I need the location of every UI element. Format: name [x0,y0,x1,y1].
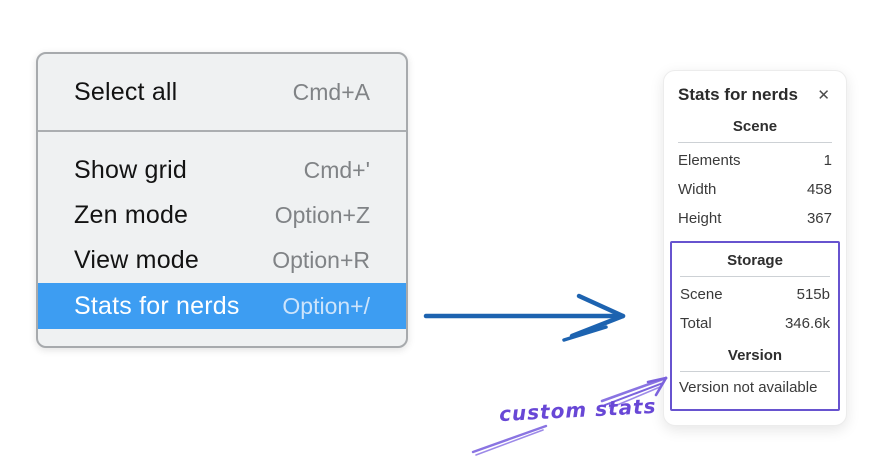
menu-item-zen-mode[interactable]: Zen mode Option+Z [38,193,406,238]
stat-label: Scene [680,286,723,303]
divider [678,142,832,143]
stat-label: Height [678,210,722,227]
stat-value: 458 [806,181,832,198]
close-icon[interactable]: ✕ [817,86,830,104]
menu-item-select-all[interactable]: Select all Cmd+A [38,54,406,130]
menu-section-top: Select all Cmd+A [38,54,406,130]
menu-item-shortcut: Cmd+A [292,78,370,105]
menu-item-shortcut: Option+/ [282,292,370,319]
annotation-arrow-icon [471,376,668,456]
storage-section-heading: Storage [727,252,783,269]
stat-value: 367 [806,210,832,227]
stats-panel-title: Stats for nerds [678,85,798,104]
scene-section-heading: Scene [732,118,778,135]
menu-item-label: Stats for nerds [74,291,240,320]
context-menu: Select all Cmd+A Show grid Cmd+' Zen mod… [36,52,408,348]
stat-row-total-storage: Total 346.6k [678,309,832,338]
stats-panel: Stats for nerds ✕ Scene Elements 1 Width… [663,70,847,426]
stat-row-scene-storage: Scene 515b [678,280,832,309]
menu-divider [38,130,406,132]
menu-item-view-mode[interactable]: View mode Option+R [38,238,406,283]
stat-row-elements: Elements 1 [676,146,834,175]
divider [680,371,830,372]
stat-row-height: Height 367 [676,204,834,233]
menu-section-bottom: Show grid Cmd+' Zen mode Option+Z View m… [38,132,406,329]
stat-label: Elements [678,152,741,169]
stat-value: 515b [796,286,830,303]
menu-item-label: Zen mode [74,201,189,229]
stat-label: Width [678,181,717,198]
custom-stats-highlight-box: Storage Scene 515b Total 346.6k Version … [670,241,840,411]
menu-item-shortcut: Cmd+' [303,157,370,183]
menu-item-stats-for-nerds[interactable]: Stats for nerds Option+/ [38,283,406,329]
stat-row-width: Width 458 [676,175,834,204]
version-note: Version not available [679,379,818,396]
menu-item-shortcut: Option+R [272,247,370,273]
menu-item-label: Show grid [74,156,187,184]
menu-item-label: View mode [74,246,200,274]
stats-panel-header: Stats for nerds ✕ [676,83,834,105]
menu-item-show-grid[interactable]: Show grid Cmd+' [38,148,406,193]
stat-value: 1 [823,152,832,169]
flow-arrow-icon [423,293,626,342]
menu-item-label: Select all [74,77,178,106]
version-section-heading: Version [727,347,783,364]
menu-item-shortcut: Option+Z [274,202,370,228]
stat-label: Total [680,315,712,332]
stat-value: 346.6k [784,315,830,332]
divider [680,276,830,277]
